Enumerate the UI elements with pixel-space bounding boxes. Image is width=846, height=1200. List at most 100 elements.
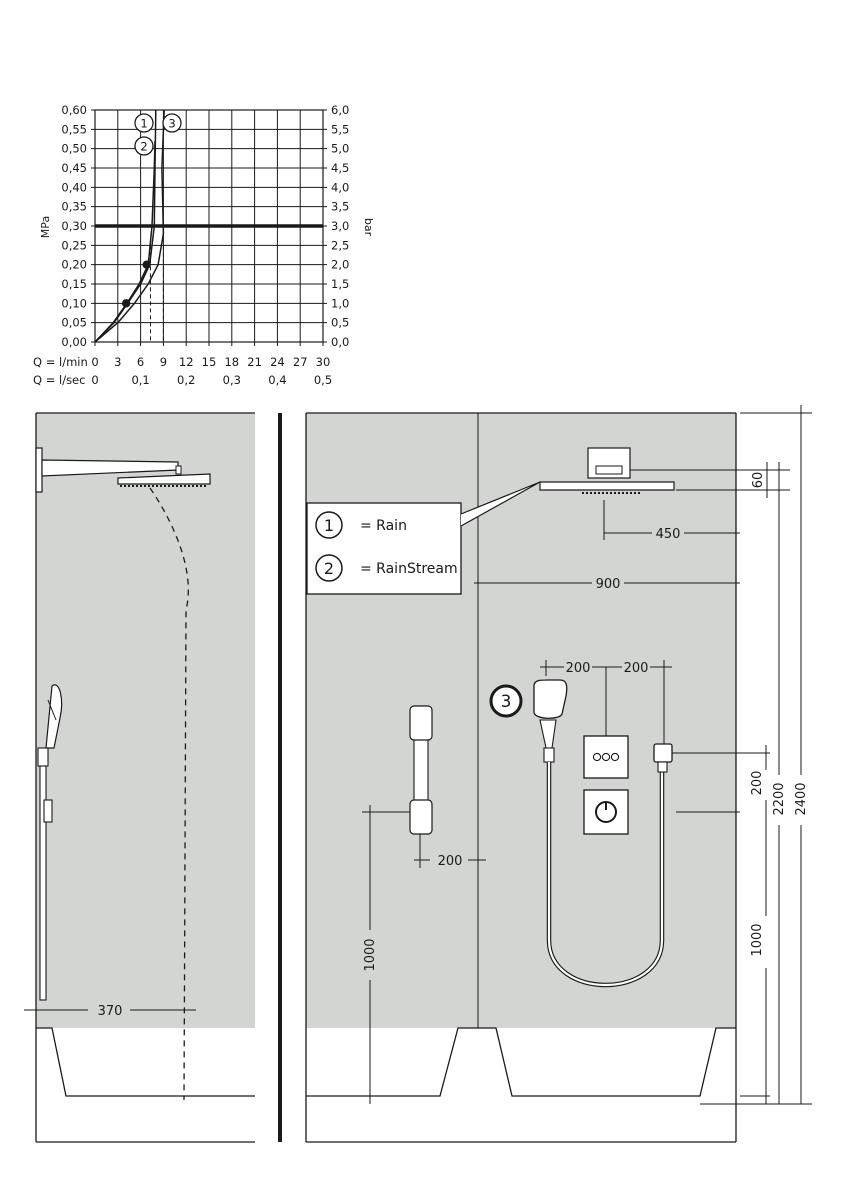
dim-200-top-a: 200 [566, 661, 591, 676]
y-right-tick: 2,0 [331, 258, 349, 272]
bathtub-side [36, 1027, 255, 1097]
x-lpm-axis-label: Q = l/min [33, 355, 88, 369]
svg-text:3: 3 [501, 692, 512, 712]
legend-pointer [460, 481, 541, 527]
chart-series [94, 109, 165, 343]
chart-points [121, 260, 151, 308]
dim-900: 900 [596, 577, 621, 592]
wall-outlet [653, 743, 673, 773]
dim-200-vertical: 200 [750, 771, 765, 796]
y-left-tick: 0,55 [61, 122, 87, 136]
x-lpm-tick: 21 [247, 355, 262, 369]
svg-text:1: 1 [324, 516, 334, 535]
x-lpm-tick: 9 [160, 355, 167, 369]
x-lps-tick: 0,2 [177, 373, 195, 387]
thermostat-module [583, 789, 629, 835]
y-right-tick: 6,0 [331, 103, 349, 117]
x-lps-tick-labels: 0 0,1 0,2 0,3 0,4 0,5 [91, 373, 332, 387]
y-left-tick: 0,50 [61, 142, 87, 156]
dim-370: 370 [98, 1004, 123, 1019]
y-left-tick: 0,00 [61, 335, 87, 349]
selector-module [583, 735, 629, 779]
y-right-tick-labels: 0,00,51,01,52,02,53,03,54,04,55,05,56,0 [331, 103, 349, 349]
overhead-shower-front [539, 447, 675, 494]
y-right-tick: 4,0 [331, 180, 349, 194]
svg-text:2: 2 [140, 140, 147, 154]
curve-marker-3: 3 [162, 113, 182, 133]
x-lps-tick: 0,1 [131, 373, 149, 387]
x-lpm-tick: 0 [91, 355, 98, 369]
x-lps-tick: 0,3 [223, 373, 241, 387]
y-right-tick: 0,5 [331, 316, 349, 330]
series-line-3 [94, 109, 165, 343]
y-right-tick: 5,0 [331, 142, 349, 156]
front-view: 1 = Rain 2 = RainStream 60 450 900 200 2… [305, 405, 812, 1143]
dim-200-rail: 200 [438, 854, 463, 869]
y-left-axis-label: MPa [39, 216, 52, 238]
side-view: 370 [24, 412, 255, 1143]
y-left-tick: 0,20 [61, 258, 87, 272]
x-lpm-tick: 6 [137, 355, 144, 369]
y-right-tick: 2,5 [331, 238, 349, 252]
x-lpm-tick: 24 [270, 355, 285, 369]
y-right-axis-label: bar [362, 218, 375, 237]
legend: 1 = Rain 2 = RainStream [306, 481, 541, 595]
dim-2400: 2400 [794, 782, 809, 815]
flow-pressure-chart: 1 3 2 0,000,050,100,150,200,250,300,350,… [33, 103, 375, 387]
x-lpm-tick: 12 [179, 355, 194, 369]
y-right-tick: 4,5 [331, 161, 349, 175]
dim-2200: 2200 [772, 782, 787, 815]
x-lpm-tick: 15 [202, 355, 217, 369]
water-trajectory [149, 487, 189, 1101]
y-left-tick-labels: 0,00 0,05 0,10 0,15 0,20 0,25 0,30 0,35 0,40 0,45… [61, 103, 87, 349]
y-left-tick: 0,40 [61, 180, 87, 194]
x-lpm-tick: 27 [293, 355, 308, 369]
view-separator [278, 413, 282, 1142]
legend-item-rain: 1 = Rain [315, 511, 407, 539]
y-left-tick: 0,15 [61, 277, 87, 291]
y-left-tick: 0,25 [61, 238, 87, 252]
y-left-tick: 0,60 [61, 103, 87, 117]
svg-text:2: 2 [324, 559, 334, 578]
chart-grid [91, 109, 327, 346]
curve-marker-2: 2 [134, 136, 154, 156]
x-lpm-tick: 30 [316, 355, 331, 369]
x-lpm-tick-labels: 0 3 6 9 12 15 18 21 24 27 30 [91, 355, 330, 369]
y-left-tick: 0,45 [61, 161, 87, 175]
shower-rail [409, 705, 433, 835]
y-right-tick: 3,5 [331, 200, 349, 214]
svg-text:= Rain: = Rain [360, 518, 407, 534]
dim-60: 60 [751, 472, 766, 489]
y-right-tick: 0,0 [331, 335, 349, 349]
y-right-tick: 3,0 [331, 219, 349, 233]
y-left-tick: 0,30 [61, 219, 87, 233]
y-left-tick: 0,05 [61, 316, 87, 330]
y-right-tick: 5,5 [331, 122, 349, 136]
x-lps-axis-label: Q = l/sec [33, 373, 85, 387]
x-lps-tick: 0,5 [314, 373, 332, 387]
y-left-tick: 0,35 [61, 200, 87, 214]
overhead-shower-side [117, 473, 211, 487]
data-point [121, 299, 131, 308]
hand-shower-front [533, 679, 568, 763]
y-left-tick: 0,10 [61, 296, 87, 310]
dim-200-top-b: 200 [624, 661, 649, 676]
bathtub-front [306, 1027, 736, 1097]
x-lpm-tick: 3 [114, 355, 121, 369]
hand-shower-side [37, 684, 63, 1001]
curve-marker-1: 1 [134, 113, 154, 133]
legend-item-rainstream: 2 = RainStream [315, 554, 458, 582]
x-lps-tick: 0 [91, 373, 98, 387]
x-lpm-tick: 18 [224, 355, 239, 369]
curve-markers: 1 3 2 [134, 113, 182, 156]
dim-1000-left: 1000 [363, 938, 378, 971]
data-point [142, 260, 151, 269]
side-wall [36, 413, 255, 1028]
y-right-tick: 1,0 [331, 296, 349, 310]
x-lps-tick: 0,4 [268, 373, 286, 387]
callout-3: 3 [489, 684, 523, 718]
dim-1000-right: 1000 [750, 923, 765, 956]
svg-text:1: 1 [140, 117, 147, 131]
dim-450: 450 [656, 527, 681, 542]
